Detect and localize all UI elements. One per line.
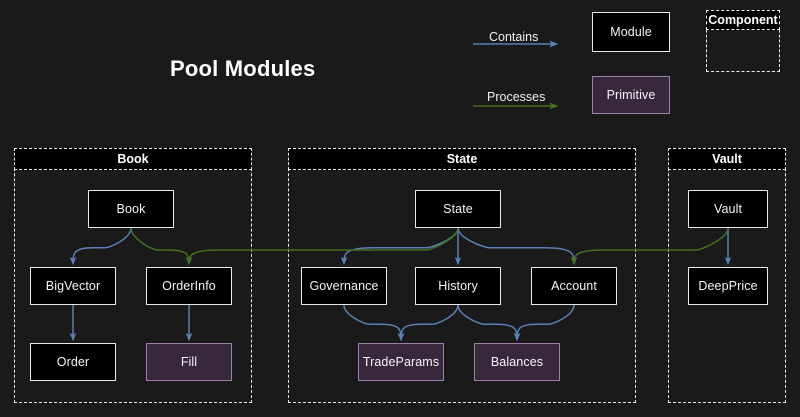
legend-module-box: Module (592, 12, 670, 52)
node-history[interactable]: History (415, 267, 501, 305)
node-vault[interactable]: Vault (688, 190, 768, 228)
node-bigvector[interactable]: BigVector (30, 267, 116, 305)
node-orderinfo[interactable]: OrderInfo (146, 267, 232, 305)
node-governance[interactable]: Governance (301, 267, 387, 305)
group-label-book: Book (14, 148, 252, 170)
node-book[interactable]: Book (88, 190, 174, 228)
node-deepprice[interactable]: DeepPrice (688, 267, 768, 305)
legend-component-label: Component (706, 10, 780, 30)
node-state[interactable]: State (415, 190, 501, 228)
legend-primitive-box: Primitive (592, 76, 670, 114)
node-account[interactable]: Account (531, 267, 617, 305)
group-label-vault: Vault (668, 148, 786, 170)
node-fill[interactable]: Fill (146, 343, 232, 381)
legend-contains-label: Contains (489, 30, 539, 44)
group-label-state: State (288, 148, 636, 170)
node-order[interactable]: Order (30, 343, 116, 381)
node-tradeparams[interactable]: TradeParams (358, 343, 444, 381)
page-title: Pool Modules (170, 56, 316, 81)
node-balances[interactable]: Balances (474, 343, 560, 381)
legend-processes-label: Processes (487, 90, 546, 104)
